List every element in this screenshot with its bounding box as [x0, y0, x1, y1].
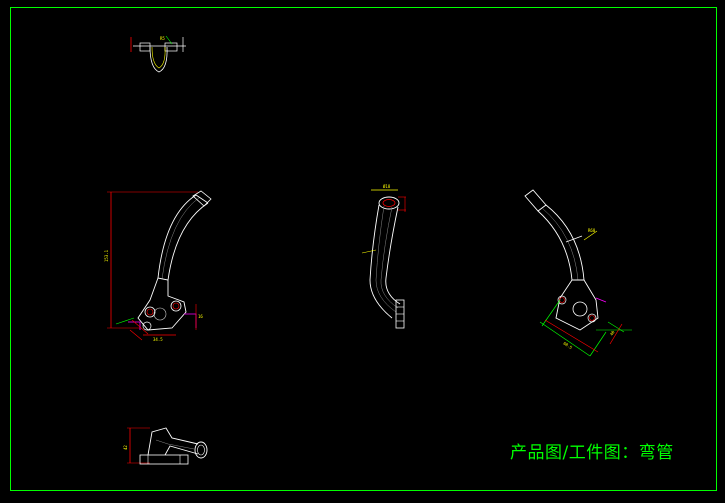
- svg-text:40: 40: [609, 329, 616, 336]
- front-view[interactable]: 153.1 34.5 16: [104, 190, 212, 342]
- svg-text:68.5: 68.5: [562, 341, 573, 351]
- drawing-title: 产品图/工件图：弯管: [510, 443, 674, 463]
- svg-text:34.5: 34.5: [153, 337, 163, 342]
- svg-text:Ø18: Ø18: [383, 184, 391, 189]
- drawing-border: [10, 7, 717, 491]
- svg-text:153.1: 153.1: [104, 249, 109, 262]
- iso-view[interactable]: R60 68.5 40: [524, 189, 632, 357]
- svg-text:R60: R60: [588, 228, 596, 233]
- svg-text:R5: R5: [160, 36, 165, 41]
- bottom-view[interactable]: 42: [123, 427, 208, 465]
- svg-text:16: 16: [198, 314, 203, 319]
- top-view[interactable]: R5: [130, 35, 186, 73]
- side-view[interactable]: Ø18: [361, 184, 406, 329]
- svg-text:42: 42: [123, 445, 128, 450]
